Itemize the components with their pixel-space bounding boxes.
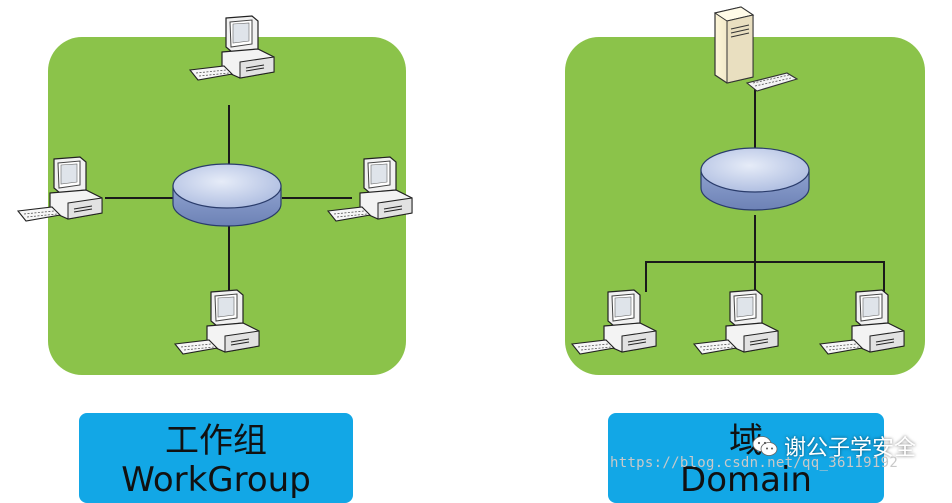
workgroup-label-cn: 工作组 [165, 421, 267, 461]
brand-text: 谢公子学安全 [784, 436, 917, 461]
network-diagram [17, 6, 925, 375]
workgroup-hub [172, 163, 282, 227]
brand-overlay: 谢公子学安全 [752, 430, 916, 462]
wechat-icon [752, 436, 778, 456]
workgroup-links [105, 105, 352, 292]
domain-server [713, 6, 799, 92]
domain-links [645, 88, 885, 292]
domain-hub [700, 147, 810, 211]
workgroup-label-en: WorkGroup [121, 460, 311, 500]
workgroup-label: 工作组 WorkGroup [79, 413, 353, 503]
watermark-url: https://blog.csdn.net/qq_36119192 [610, 455, 899, 471]
